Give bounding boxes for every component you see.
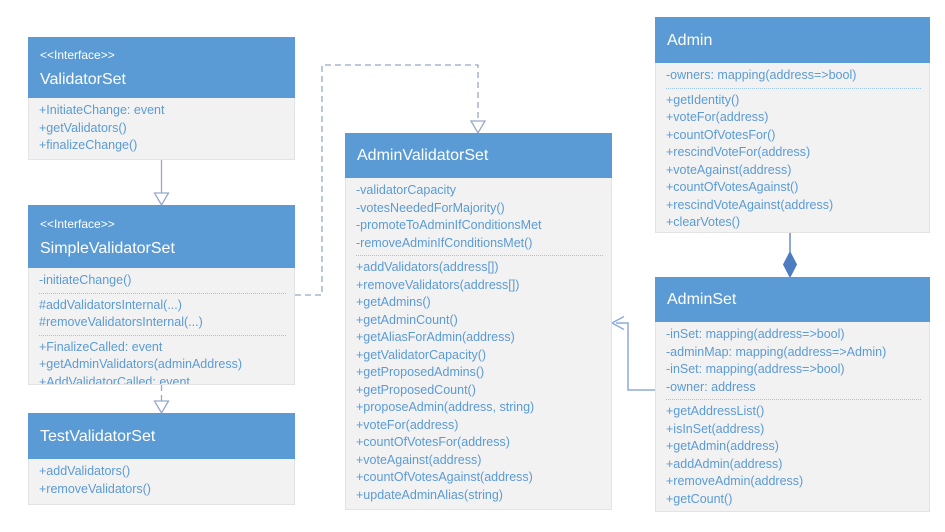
member-row: +finalizeChange() xyxy=(39,138,138,152)
member-row: +proposeAdmin(address, string) xyxy=(356,400,535,414)
class-members: +InitiateChange: event +getValidators() +f… xyxy=(28,98,295,160)
class-box-testvalidatorset[interactable]: TestValidatorSet +addValidators() +remove… xyxy=(28,413,295,505)
generalization-validatorset-simplevalidatorset xyxy=(153,160,170,207)
class-name: SimpleValidatorSet xyxy=(40,239,175,257)
member-row: +voteAgainst(address) xyxy=(356,452,482,467)
member-row: +removeAdmin(address) xyxy=(666,474,804,488)
class-box-simplevalidatorset[interactable]: <<Interface>> SimpleValidatorSet -initia… xyxy=(28,205,295,385)
member-row: +getIdentity() xyxy=(666,92,740,107)
member-row: +getAdminCount() xyxy=(356,312,458,327)
member-row: +getProposedCount() xyxy=(356,382,476,397)
member-row: -promoteToAdminIfConditionsMet xyxy=(356,218,542,232)
member-row: +getValidatorCapacity() xyxy=(356,347,487,362)
class-name: Admin xyxy=(667,31,713,49)
member-row: +getCount() xyxy=(666,491,733,506)
class-header: AdminSet xyxy=(655,277,930,322)
class-name: AdminSet xyxy=(667,291,737,308)
member-row: +isInSet(address) xyxy=(666,421,765,436)
member-row: -inSet: mapping(address=>bool) xyxy=(666,362,845,376)
member-row: #addValidatorsInternal(...) xyxy=(39,297,182,312)
section-divider xyxy=(39,334,286,336)
class-box-admin[interactable]: Admin -owners: mapping(address=>bool) +ge… xyxy=(655,17,930,233)
member-row: +voteFor(address) xyxy=(356,417,459,432)
member-row: +rescindVoteAgainst(address) xyxy=(666,197,834,212)
class-box-adminvalidatorset[interactable]: AdminValidatorSet -validatorCapacity -vot… xyxy=(345,133,612,510)
class-members: -validatorCapacity -votesNeededForMajorit… xyxy=(345,178,612,510)
member-row: #removeValidatorsInternal(...) xyxy=(39,315,203,329)
member-row: +rescindVoteFor(address) xyxy=(666,145,811,159)
member-row: +clearVotes() xyxy=(666,215,740,229)
member-row: -owners: mapping(address=>bool) xyxy=(666,68,857,82)
class-members: -owners: mapping(address=>bool) +getIdent… xyxy=(655,63,930,233)
class-header: AdminValidatorSet xyxy=(345,133,612,178)
member-row: +updateAdminAlias(string) xyxy=(356,487,503,502)
class-box-adminset[interactable]: AdminSet -inSet: mapping(address=>bool)-… xyxy=(655,277,930,512)
member-row: +getAliasForAdmin(address) xyxy=(356,330,515,344)
class-header: Admin xyxy=(655,17,930,63)
class-header: TestValidatorSet xyxy=(28,413,295,459)
class-stereotype: <<Interface>> xyxy=(40,47,115,62)
member-row: -removeAdminIfConditionsMet() xyxy=(356,235,533,250)
member-row: +addValidators(address[]) xyxy=(356,260,499,274)
member-row: +countOfVotesAgainst(address) xyxy=(356,470,533,484)
section-divider xyxy=(666,87,921,89)
member-row: +voteAgainst(address) xyxy=(666,162,792,177)
member-row: +AddValidatorCalled: event xyxy=(39,374,190,385)
class-stereotype: <<Interface>> xyxy=(40,216,115,231)
member-row: +countOfVotesFor() xyxy=(666,127,776,142)
class-members: -initiateChange() #addValidatorsInternal(… xyxy=(28,268,295,385)
class-name: TestValidatorSet xyxy=(40,427,156,445)
member-row: +removeValidators() xyxy=(39,481,151,496)
class-members: +addValidators() +removeValidators() xyxy=(28,459,295,505)
realization-simplevalidatorset-testvalidatorset xyxy=(153,385,170,415)
member-row: -adminMap: mapping(address=>Admin) xyxy=(666,344,887,359)
class-name: AdminValidatorSet xyxy=(357,147,489,164)
association-adminset-adminvalidatorset xyxy=(610,315,655,391)
member-row: -validatorCapacity xyxy=(356,183,457,197)
member-row: +addAdmin(address) xyxy=(666,456,783,471)
class-header: <<Interface>> SimpleValidatorSet xyxy=(28,205,295,268)
member-row: +getAdmin(address) xyxy=(666,439,779,453)
member-row: +getAddressList() xyxy=(666,404,765,418)
section-divider xyxy=(356,255,603,256)
section-divider xyxy=(666,399,921,400)
class-header: <<Interface>> ValidatorSet xyxy=(28,37,295,98)
section-divider xyxy=(39,292,286,294)
member-row: +InitiateChange: event xyxy=(39,103,165,117)
member-row: +FinalizeCalled: event xyxy=(39,339,163,354)
member-row: +getProposedAdmins() xyxy=(356,365,485,379)
member-row: -votesNeededForMajority() xyxy=(356,200,505,215)
member-row: +voteFor(address) xyxy=(666,110,769,124)
composition-admin-adminset xyxy=(782,233,798,279)
member-row: -inSet: mapping(address=>bool) xyxy=(666,327,845,341)
class-box-validatorset[interactable]: <<Interface>> ValidatorSet +InitiateChan… xyxy=(28,37,295,160)
member-row: -owner: address xyxy=(666,379,756,394)
member-row: +countOfVotesAgainst() xyxy=(666,180,799,194)
member-row: -initiateChange() xyxy=(39,273,132,287)
class-members: -inSet: mapping(address=>bool) -adminMap:… xyxy=(655,322,930,512)
member-row: +countOfVotesFor(address) xyxy=(356,435,510,449)
member-row: +getAdminValidators(adminAddress) xyxy=(39,357,242,371)
member-row: +addValidators() xyxy=(39,464,131,478)
class-name: ValidatorSet xyxy=(40,70,126,88)
member-row: +getValidators() xyxy=(39,120,127,135)
member-row: +removeValidators(address[]) xyxy=(356,277,520,292)
member-row: +getAdmins() xyxy=(356,295,431,309)
